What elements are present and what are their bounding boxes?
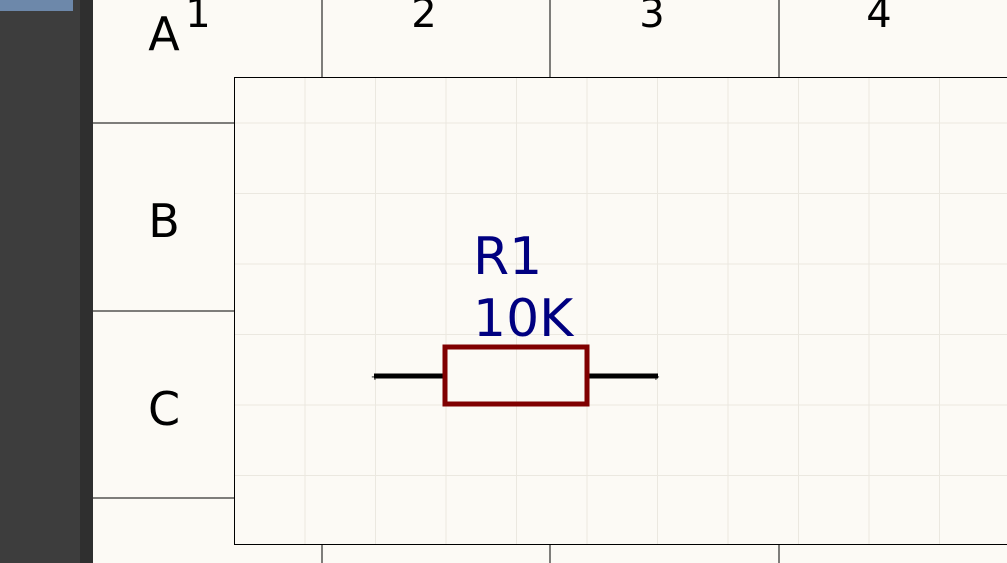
column-label-3: 3 bbox=[639, 0, 664, 37]
column-label-4: 4 bbox=[866, 0, 891, 37]
component-value[interactable]: 10K bbox=[473, 289, 575, 349]
pin-1-marker-icon: + bbox=[371, 372, 379, 383]
resistor-r1[interactable]: + + bbox=[371, 344, 660, 407]
panel-selected-item[interactable] bbox=[0, 0, 73, 11]
sheet-inner-border bbox=[234, 77, 1007, 545]
column-label-1: 1 bbox=[185, 0, 210, 37]
row-label-b: B bbox=[148, 194, 180, 248]
component-designator[interactable]: R1 bbox=[473, 227, 542, 287]
row-label-c: C bbox=[148, 382, 180, 436]
schematic-canvas[interactable]: 1 2 3 4 A B C + + R1 10K bbox=[93, 0, 1007, 563]
column-label-2: 2 bbox=[411, 0, 436, 37]
row-label-a: A bbox=[148, 7, 180, 61]
left-side-panel bbox=[0, 0, 80, 563]
pin-2-marker-icon: + bbox=[652, 372, 660, 383]
resistor-body[interactable] bbox=[442, 344, 590, 407]
column-zone-dividers bbox=[321, 0, 780, 563]
snap-grid bbox=[235, 78, 1007, 544]
panel-splitter[interactable] bbox=[80, 0, 93, 563]
row-zone-dividers bbox=[93, 122, 234, 499]
sheet-svg[interactable]: 1 2 3 4 A B C + + R1 10K bbox=[93, 0, 1007, 563]
